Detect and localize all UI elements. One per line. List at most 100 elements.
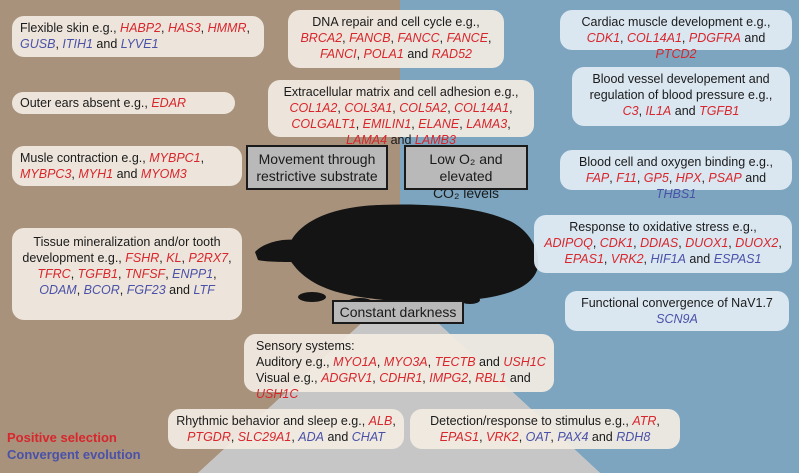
- gene-lama4: LAMA4: [346, 133, 388, 147]
- gene-psap: PSAP: [708, 171, 742, 185]
- legend-positive: Positive selection: [7, 430, 117, 445]
- gene-kl: KL: [166, 251, 182, 265]
- box-tissue-mineralization: Tissue mineralization and/or tooth devel…: [12, 228, 242, 320]
- gene-hpx: HPX: [675, 171, 702, 185]
- gene-col14a1: COL14A1: [454, 101, 510, 115]
- category-title: Functional convergence of NaV1.7: [581, 296, 773, 310]
- gene-itih1: ITIH1: [62, 37, 93, 51]
- gene-pax4: PAX4: [557, 430, 589, 444]
- condition-darkness: Constant darkness: [332, 300, 464, 324]
- gene-rbl1: RBL1: [475, 371, 507, 385]
- box-blood-cell: Blood cell and oxygen binding e.g., FAP,…: [560, 150, 792, 201]
- gene-hif1a: HIF1A: [650, 252, 686, 266]
- category-title: DNA repair and cell cycle e.g.,: [312, 15, 480, 29]
- gene-gusb: GUSB: [20, 37, 56, 51]
- gene-ptgdr: PTGDR: [187, 430, 231, 444]
- gene-pola1: POLA1: [363, 47, 404, 61]
- gene-tgfb1: TGFB1: [699, 104, 740, 118]
- gene-fgf23: FGF23: [126, 283, 166, 297]
- gene-f11: F11: [616, 171, 637, 185]
- category-title: Extracellular matrix and cell adhesion e…: [283, 85, 519, 99]
- gene-myh1: MYH1: [78, 167, 114, 181]
- gene-elane: ELANE: [418, 117, 460, 131]
- low-o2-line2: CO₂ levels: [432, 185, 500, 201]
- gene-mybpc3: MYBPC3: [20, 167, 72, 181]
- box-dna-repair: DNA repair and cell cycle e.g., BRCA2, F…: [288, 10, 504, 68]
- gene-duox1: DUOX1: [685, 236, 729, 250]
- gene-p2rx7: P2RX7: [188, 251, 229, 265]
- gene-tgfb1: TGFB1: [77, 267, 118, 281]
- gene-emilin1: EMILIN1: [362, 117, 412, 131]
- gene-cdhr1: CDHR1: [379, 371, 423, 385]
- condition-movement: Movement through restrictive substrate: [246, 145, 388, 190]
- gene-slc29a1: SLC29A1: [237, 430, 292, 444]
- gene-vrk2: VRK2: [610, 252, 644, 266]
- gene-lyve1: LYVE1: [120, 37, 159, 51]
- gene-myo3a: MYO3A: [383, 355, 428, 369]
- gene-il1a: IL1A: [645, 104, 672, 118]
- gene-chat: CHAT: [351, 430, 385, 444]
- box-outer-ears: Outer ears absent e.g., EDAR: [12, 92, 235, 114]
- gene-fancb: FANCB: [349, 31, 391, 45]
- box-muscle-contraction: Musle contraction e.g., MYBPC1, MYBPC3, …: [12, 146, 242, 186]
- box-detection: Detection/response to stimulus e.g., ATR…: [410, 409, 680, 449]
- gene-epas1: EPAS1: [439, 430, 480, 444]
- low-o2-line1: Low O₂ and elevated: [429, 151, 503, 184]
- gene-fance: FANCE: [446, 31, 489, 45]
- gene-has3: HAS3: [168, 21, 201, 35]
- gene-pdgfra: PDGFRA: [688, 31, 741, 45]
- gene-lamb3: LAMB3: [414, 133, 456, 147]
- gene-edar: EDAR: [151, 96, 187, 110]
- legend-convergent: Convergent evolution: [7, 447, 141, 462]
- sensory-line-label: Auditory e.g.,: [256, 355, 334, 369]
- gene-gp5: GP5: [643, 171, 669, 185]
- gene-ddias: DDIAS: [640, 236, 679, 250]
- gene-odam: ODAM: [39, 283, 77, 297]
- gene-col14a1: COL14A1: [627, 31, 682, 45]
- gene-ada: ADA: [298, 430, 324, 444]
- gene-thbs1: THBS1: [655, 187, 697, 201]
- gene-tfrc: TFRC: [37, 267, 71, 281]
- gene-adgrv1: ADGRV1: [321, 371, 373, 385]
- gene-tectb: TECTB: [434, 355, 476, 369]
- gene-alb: ALB: [368, 414, 393, 428]
- category-title: Cardiac muscle development e.g.,: [581, 15, 771, 29]
- gene-tnfsf: TNFSF: [124, 267, 166, 281]
- sensory-line: Auditory e.g., MYO1A, MYO3A, TECTB and U…: [256, 355, 546, 369]
- box-cardiac: Cardiac muscle development e.g., CDK1, C…: [560, 10, 792, 61]
- gene-fanci: FANCI: [320, 47, 357, 61]
- category-title: Sensory systems:: [256, 339, 355, 353]
- gene-adipoq: ADIPOQ: [544, 236, 593, 250]
- sensory-line-label: Visual e.g.,: [256, 371, 322, 385]
- gene-espas1: ESPAS1: [713, 252, 762, 266]
- legend: Positive selection Convergent evolution: [7, 429, 141, 463]
- box-blood-vessel: Blood vessel developement and regulation…: [572, 67, 790, 126]
- gene-atr: ATR: [632, 414, 657, 428]
- box-rhythmic: Rhythmic behavior and sleep e.g., ALB, P…: [168, 409, 404, 449]
- box-oxidative-stress: Response to oxidative stress e.g., ADIPO…: [534, 215, 792, 273]
- gene-scn9a: SCN9A: [656, 312, 698, 326]
- gene-c3: C3: [622, 104, 639, 118]
- gene-ltf: LTF: [193, 283, 215, 297]
- gene-cdk1: CDK1: [586, 31, 621, 45]
- gene-fshr: FSHR: [125, 251, 160, 265]
- gene-col3a1: COL3A1: [344, 101, 393, 115]
- gene-myo1a: MYO1A: [333, 355, 377, 369]
- box-flexible-skin: Flexible skin e.g., HABP2, HAS3, HMMR, G…: [12, 16, 264, 57]
- category-title: Response to oxidative stress e.g.,: [569, 220, 757, 234]
- gene-rad52: RAD52: [431, 47, 472, 61]
- gene-lama3: LAMA3: [466, 117, 508, 131]
- category-title: Blood vessel developement and regulation…: [589, 72, 773, 102]
- gene-hmmr: HMMR: [207, 21, 247, 35]
- gene-fancc: FANCC: [397, 31, 440, 45]
- category-title: Musle contraction e.g.,: [20, 151, 150, 165]
- gene-epas1: EPAS1: [564, 252, 604, 266]
- box-ecm: Extracellular matrix and cell adhesion e…: [268, 80, 534, 147]
- condition-low-o2: Low O₂ and elevated CO₂ levels: [404, 145, 528, 201]
- gene-ush1c: USH1C: [503, 355, 546, 369]
- gene-enpp1: ENPP1: [172, 267, 214, 281]
- gene-brca2: BRCA2: [300, 31, 343, 45]
- gene-vrk2: VRK2: [486, 430, 519, 444]
- box-sensory: Sensory systems: Auditory e.g., MYO1A, MY…: [244, 334, 554, 401]
